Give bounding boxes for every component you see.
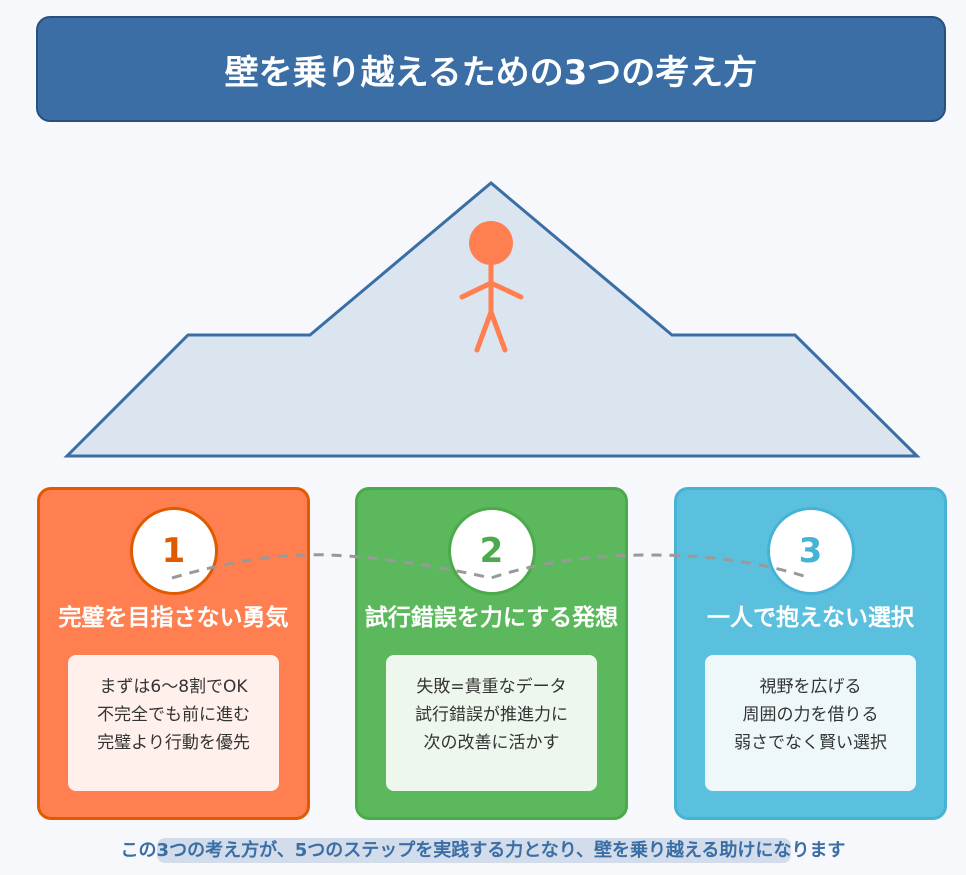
step-number: 3: [766, 507, 855, 595]
point: 失敗=貴重なデータ: [416, 677, 567, 697]
footer-pre: この: [120, 840, 157, 861]
page-title: 壁を乗り越えるための3つの考え方: [36, 16, 946, 122]
card-2: 2 試行錯誤を力にする発想 失敗=貴重なデータ 試行錯誤が推進力に 次の改善に活…: [355, 487, 628, 820]
card-points: 失敗=貴重なデータ 試行錯誤が推進力に 次の改善に活かす: [386, 655, 597, 791]
step-number: 1: [129, 507, 218, 595]
point: 次の改善に活かす: [423, 733, 560, 753]
card-3: 3 一人で抱えない選択 視野を広げる 周囲の力を借りる 弱さでなく賢い選択: [674, 487, 947, 820]
card-points: まずは6〜8割でOK 不完全でも前に進む 完璧より行動を優先: [68, 655, 279, 791]
card-1: 1 完璧を目指さない勇気 まずは6〜8割でOK 不完全でも前に進む 完璧より行動…: [37, 487, 310, 820]
step-number: 2: [447, 507, 536, 595]
footer-post: ります: [791, 840, 846, 861]
point: 完璧より行動を優先: [97, 733, 250, 753]
point: まずは6〜8割でOK: [99, 677, 248, 697]
point: 弱さでなく賢い選択: [734, 733, 887, 753]
footer-message: この3つの考え方が、5つのステップを実践する力となり、壁を乗り越える助けになりま…: [0, 836, 966, 863]
point: 試行錯誤が推進力に: [415, 705, 568, 725]
card-title: 完璧を目指さない勇気: [58, 605, 289, 631]
card-title: 試行錯誤を力にする発想: [364, 605, 619, 631]
card-title: 一人で抱えない選択: [707, 605, 914, 631]
point: 視野を広げる: [759, 677, 862, 697]
card-points: 視野を広げる 周囲の力を借りる 弱さでなく賢い選択: [705, 655, 916, 791]
point: 周囲の力を借りる: [742, 705, 879, 725]
point: 不完全でも前に進む: [97, 705, 250, 725]
climber-figure-icon: [459, 221, 524, 353]
footer-highlight: 3つの考え方が、5つのステップを実践する力となり、壁を乗り越える助けにな: [156, 838, 792, 863]
